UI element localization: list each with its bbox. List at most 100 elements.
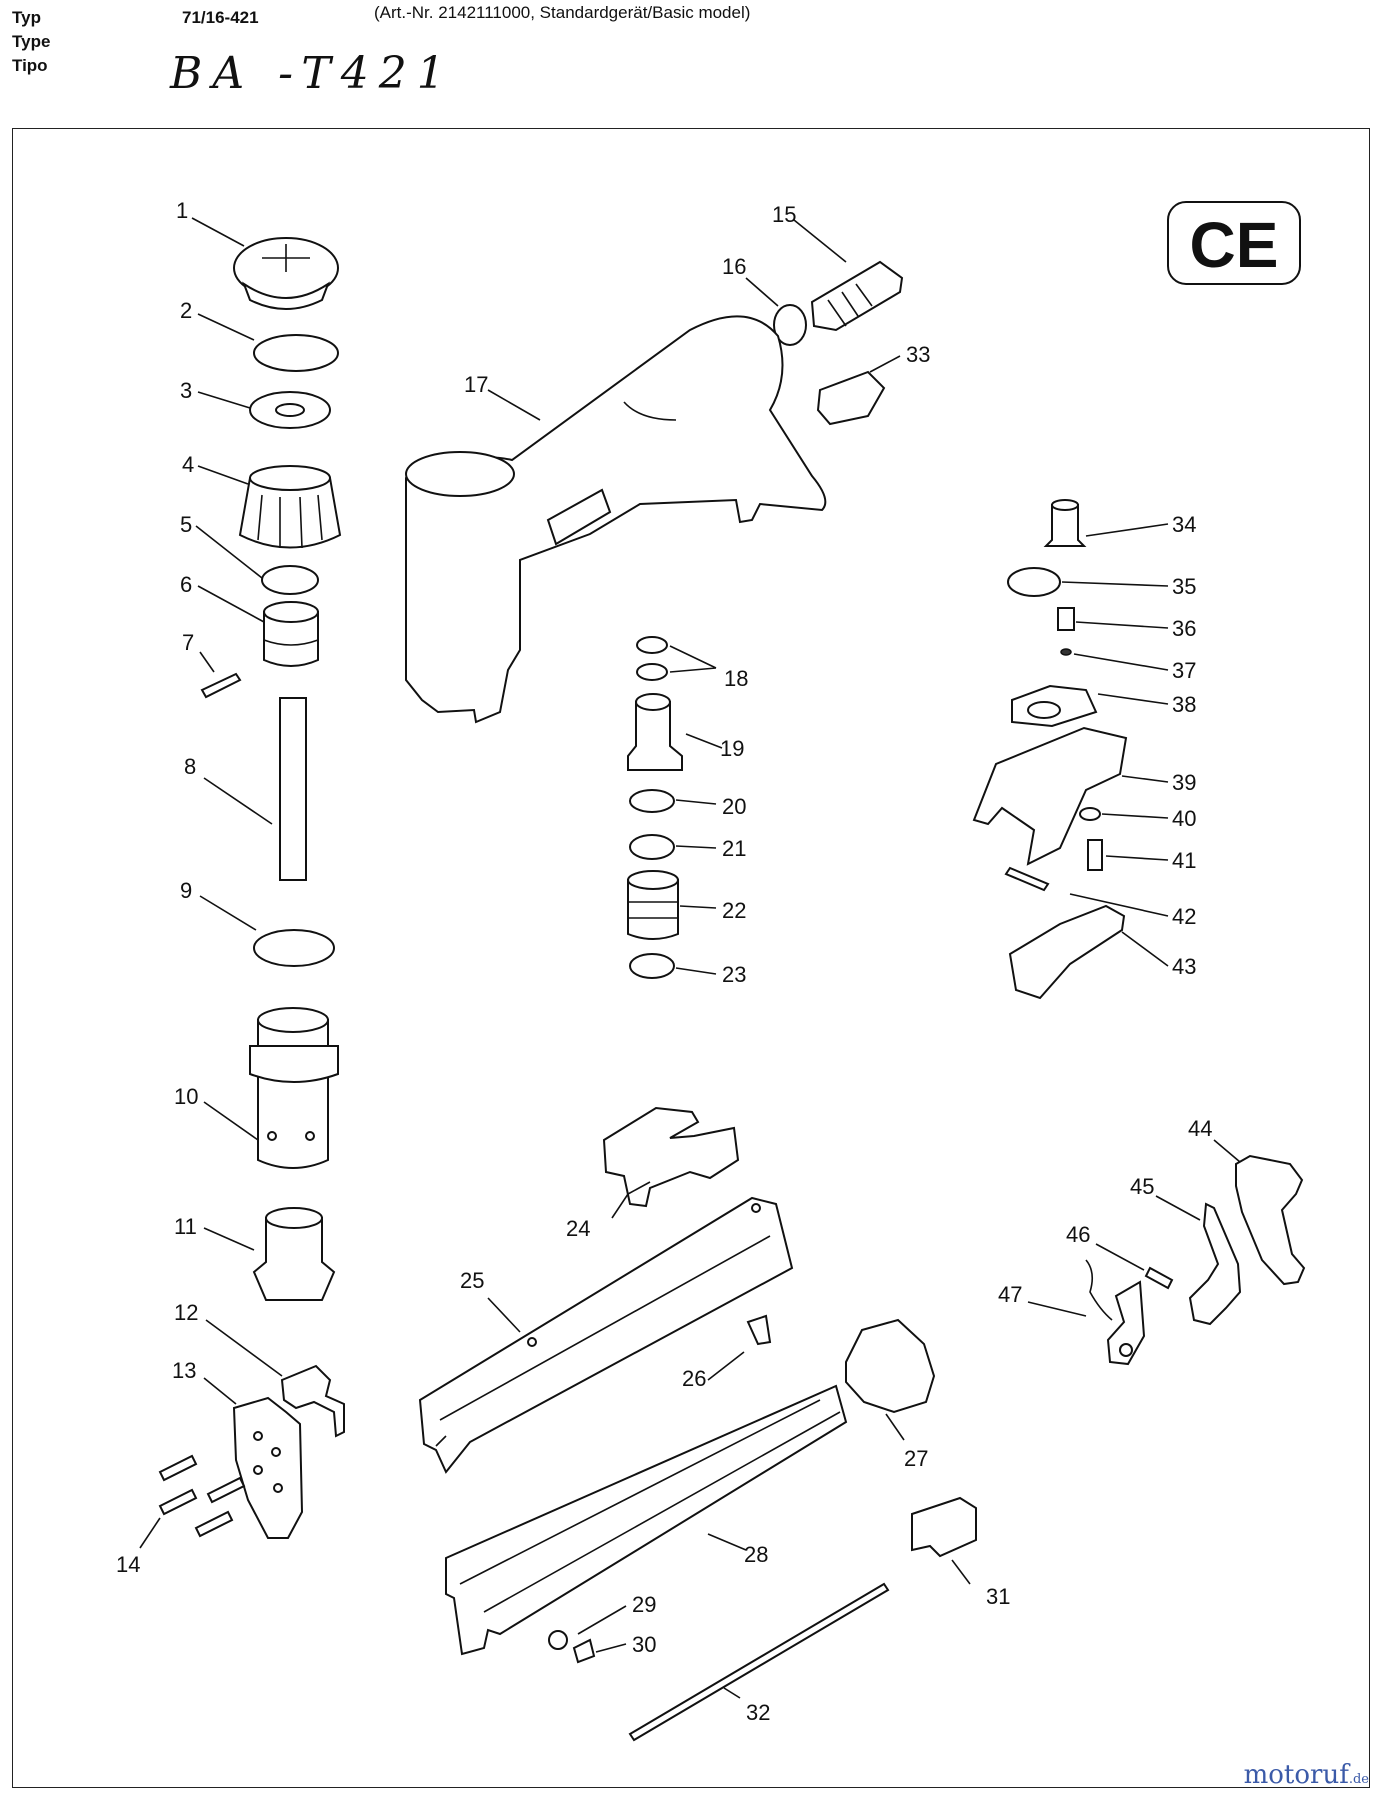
part-2-oring [253,334,339,372]
part-28-rail [445,1384,848,1656]
callout-9: 9 [180,878,192,903]
handwritten-model: BA -T421 [170,48,455,99]
ce-mark: CE [1167,201,1301,285]
callout-6: 6 [180,572,192,597]
type-number: 71/16-421 [182,8,259,27]
part-5-ring [261,565,319,595]
callout-39: 39 [1172,770,1196,795]
callout-23: 23 [722,962,746,987]
part-10-cylinder [249,1007,339,1169]
label-typ: Typ [12,8,41,27]
part-44-lever [1235,1154,1306,1286]
label-type: Type [12,32,51,51]
callout-5: 5 [180,512,192,537]
part-11-bumper [252,1207,336,1301]
callout-22: 22 [722,898,746,923]
callout-34: 34 [1172,512,1196,537]
watermark: motoruf.de [1244,1760,1369,1790]
part-9-oring [253,929,335,967]
part-37-ball [1060,648,1072,656]
callout-27: 27 [904,1446,928,1471]
part-36-plug [1057,607,1075,631]
part-8-driver-blade [279,697,307,881]
callout-37: 37 [1172,658,1196,683]
callout-17: 17 [464,372,488,397]
part-17-housing [405,315,827,724]
part-18-orings [636,636,668,681]
callout-10: 10 [174,1084,198,1109]
part-4-cylinder-head [238,465,342,549]
part-47-spring [1085,1259,1146,1366]
callout-24: 24 [566,1216,590,1241]
callout-32: 32 [746,1700,770,1725]
part-1-cap [233,237,339,310]
article-note: (Art.-Nr. 2142111000, Standardgerät/Basi… [374,3,751,22]
part-38-valve-plate [1011,684,1098,728]
callout-31: 31 [986,1584,1010,1609]
callout-33: 33 [906,342,930,367]
part-27-end-cap [845,1318,936,1414]
callout-46: 46 [1066,1222,1090,1247]
callout-44: 44 [1188,1116,1212,1141]
part-35-oring [1007,567,1061,597]
callout-38: 38 [1172,692,1196,717]
callout-14: 14 [116,1552,140,1577]
part-19-valve [627,693,683,771]
callout-26: 26 [682,1366,706,1391]
callout-42: 42 [1172,904,1196,929]
callout-7: 7 [182,630,194,655]
part-46-pin [1144,1266,1174,1290]
callout-47: 47 [998,1282,1022,1307]
part-13-nose-plate [232,1396,304,1539]
callout-13: 13 [172,1358,196,1383]
part-42-pin [1004,866,1050,892]
callouts: 1 2 3 4 5 6 7 8 9 10 11 12 13 14 15 16 1… [116,198,1212,1725]
callout-16: 16 [722,254,746,279]
callout-25: 25 [460,1268,484,1293]
part-40-washer [1079,807,1101,821]
part-39-trigger-housing [972,726,1128,866]
part-7-pin [200,672,242,699]
watermark-brand: motoruf [1243,1760,1349,1790]
callout-11: 11 [174,1214,197,1239]
part-25-magazine [418,1196,794,1474]
callout-30: 30 [632,1632,656,1657]
part-22-valve-sleeve [627,870,679,940]
part-41-screw [1087,839,1103,871]
callout-12: 12 [174,1300,198,1325]
callout-35: 35 [1172,574,1196,599]
leader-lines [139,217,1241,1699]
callout-43: 43 [1172,954,1196,979]
part-23-oring [629,953,675,979]
part-6-piston [263,601,319,667]
part-33-filter [816,370,886,426]
part-21-oring [629,834,675,860]
callout-19: 19 [720,736,744,761]
callout-1: 1 [176,198,188,223]
part-14-screws [158,1454,246,1538]
watermark-suffix: .de [1348,1772,1369,1787]
callout-41: 41 [1172,848,1196,873]
part-15-air-fitting [810,260,904,332]
part-3-disc [249,391,331,429]
callout-21: 21 [722,836,746,861]
part-30-pin [572,1638,596,1664]
callout-29: 29 [632,1592,656,1617]
callout-18: 18 [724,666,748,691]
callout-8: 8 [184,754,196,779]
label-tipo: Tipo [12,56,48,75]
callout-15: 15 [772,202,796,227]
diagram-frame [12,128,1370,1788]
callout-28: 28 [744,1542,768,1567]
callout-20: 20 [722,794,746,819]
part-20-oring [629,789,675,813]
part-24-pusher [602,1106,740,1208]
part-45-safety [1188,1202,1242,1326]
part-12-bracket [280,1364,345,1438]
callout-40: 40 [1172,806,1196,831]
part-26-screw [746,1314,772,1346]
part-34-pin [1043,499,1087,547]
callout-45: 45 [1130,1174,1154,1199]
callout-3: 3 [180,378,192,403]
